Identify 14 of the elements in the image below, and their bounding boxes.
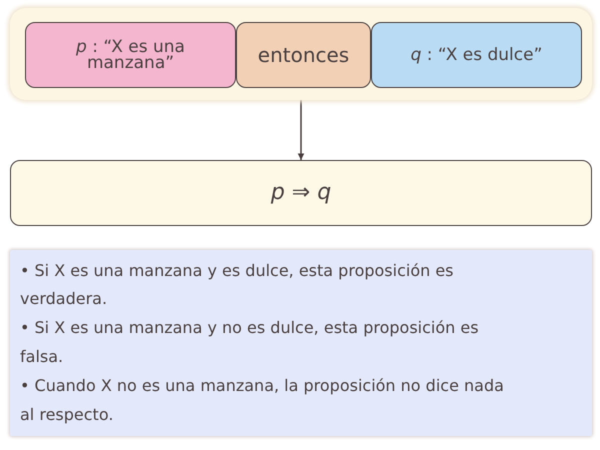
notes-panel — [10, 250, 592, 436]
connective-box — [236, 22, 371, 88]
arrow — [298, 100, 304, 160]
implication-box — [10, 160, 592, 226]
proposition-box — [25, 22, 236, 88]
group-container — [10, 8, 592, 100]
bullet-text: • Cuando X no es una manzana, la proposición no dice nada al respecto. — [20, 374, 505, 426]
bullet-text: • Si X es una manzana y es dulce, esta proposición es verdadera. — [20, 260, 455, 310]
node-text: p ⇒ q — [270, 180, 332, 206]
proposition-box — [371, 22, 582, 88]
node-text: entonces — [258, 43, 350, 67]
node-text: q : “X es dulce” — [410, 44, 542, 66]
node-text: p : “X es una manzana” — [75, 38, 186, 72]
bullet-text: • Si X es una manzana y no es dulce, esta proposición es falsa. — [20, 317, 480, 368]
